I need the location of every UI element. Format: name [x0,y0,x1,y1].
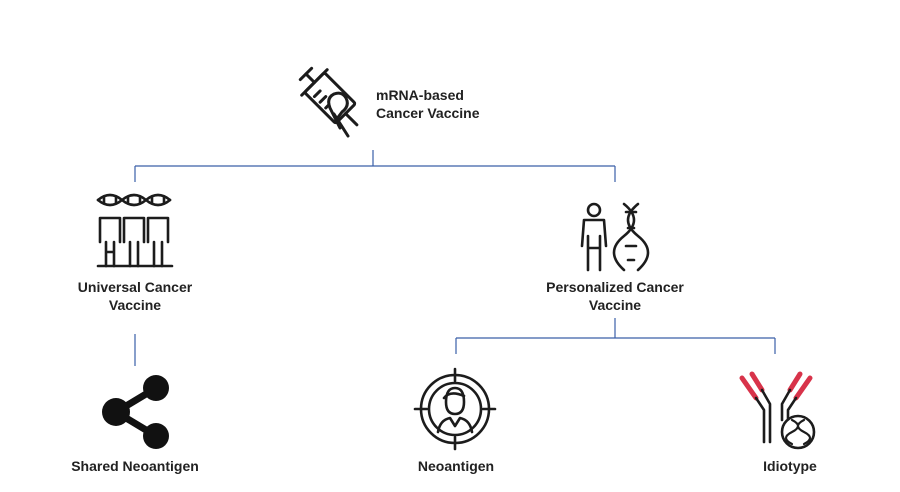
shared-label: Shared Neoantigen [71,458,199,474]
personalized-label-line2: Vaccine [588,297,642,313]
target-person-icon [413,367,497,451]
root-label: mRNA-based Cancer Vaccine [376,86,480,122]
antibody-dna-icon [734,370,820,450]
people-dna-icon [96,192,176,272]
share-icon [98,374,174,450]
personalized-label-line1: Personalized Cancer [546,279,684,295]
neoantigen-label: Neoantigen [417,458,495,474]
root-label-line2: Cancer Vaccine [376,105,480,121]
universal-label-line2: Vaccine [108,297,162,313]
syringe-ribbon-icon [290,58,370,142]
idiotype-label: Idiotype [763,458,817,474]
universal-label-line1: Universal Cancer [77,279,193,295]
universal-label: Universal Cancer Vaccine [60,278,210,314]
person-dna-icon [578,202,650,274]
root-label-line1: mRNA-based [376,87,464,103]
personalized-label: Personalized Cancer Vaccine [530,278,700,314]
